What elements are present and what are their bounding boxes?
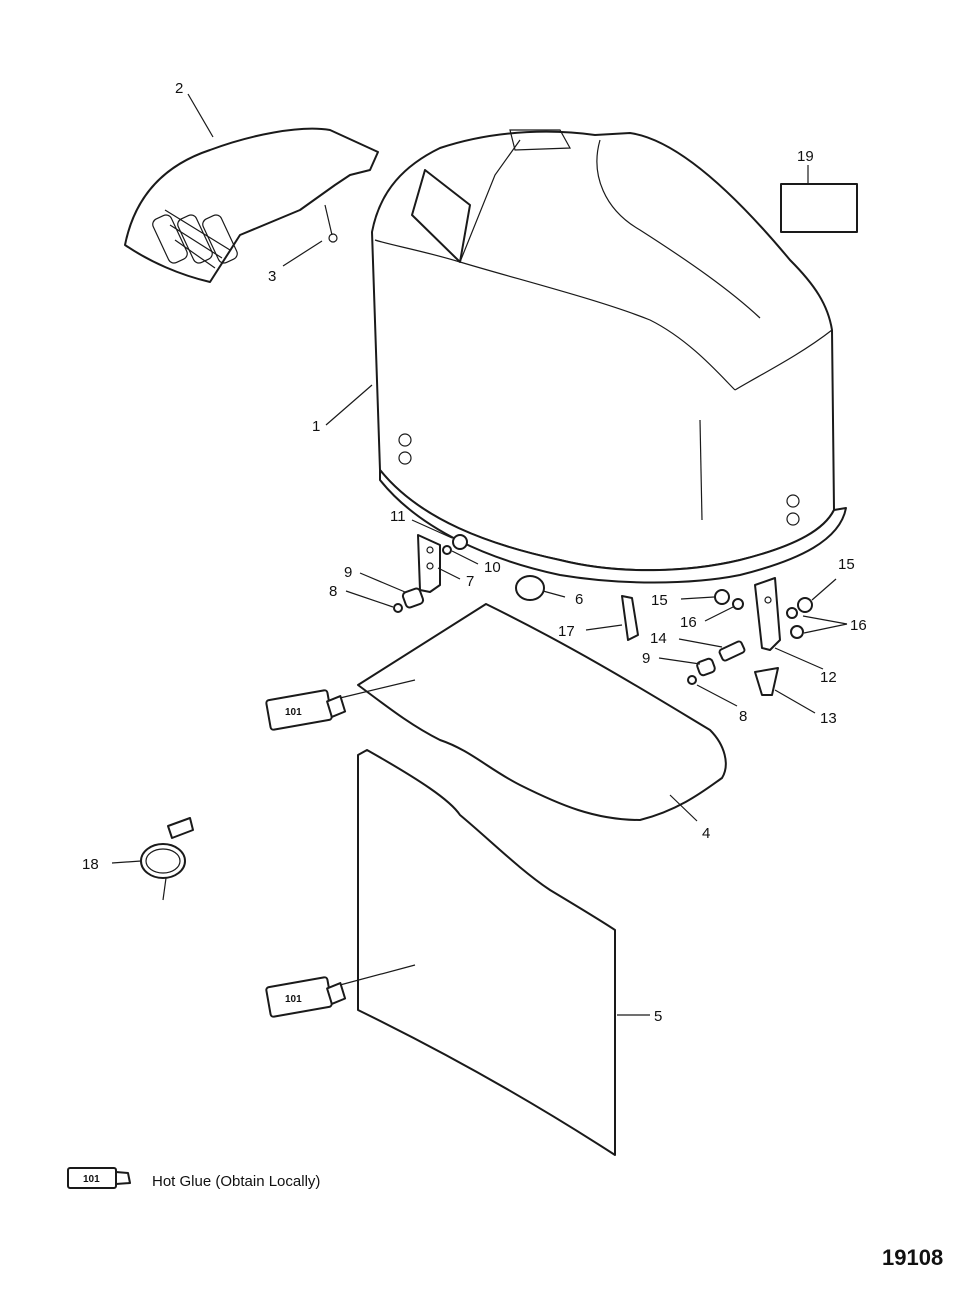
legend-tube-label: 101 <box>83 1174 100 1185</box>
callout-6: 6 <box>575 591 583 608</box>
callout-18: 18 <box>82 856 99 873</box>
callout-17: 17 <box>558 623 575 640</box>
callout-12: 12 <box>820 669 837 686</box>
legend: 101 Hot Glue (Obtain Locally) <box>67 1167 320 1190</box>
stud-14 <box>718 640 746 662</box>
washer-16-left <box>732 598 744 610</box>
decal-rectangle <box>780 183 858 233</box>
nut-15-left <box>714 589 730 605</box>
screw <box>324 204 338 243</box>
glue-tube-upper: 101 <box>265 689 347 731</box>
washer-10 <box>442 545 452 555</box>
callout-9-left: 9 <box>344 564 352 581</box>
callout-11: 11 <box>390 508 406 525</box>
glue-tube-lower: 101 <box>265 976 347 1018</box>
callout-4: 4 <box>702 825 710 842</box>
callout-2: 2 <box>175 80 183 97</box>
callout-19: 19 <box>797 148 814 165</box>
washer-16-right-a <box>786 607 798 619</box>
callout-8-left: 8 <box>329 583 337 600</box>
tube-label: 101 <box>285 707 302 718</box>
latch-17 <box>621 595 639 641</box>
callout-16-right: 16 <box>850 617 867 634</box>
lower-liner <box>357 749 616 1156</box>
callout-1: 1 <box>312 418 320 435</box>
leader-lines <box>111 93 848 1016</box>
callout-15-left: 15 <box>651 592 668 609</box>
grommet-6 <box>515 575 545 601</box>
callout-13: 13 <box>820 710 837 727</box>
callout-3: 3 <box>268 268 276 285</box>
document-number: 19108 <box>882 1245 943 1270</box>
washer-16-right-b <box>790 625 804 639</box>
callout-7: 7 <box>466 573 474 590</box>
bushing-9-left <box>401 587 425 609</box>
latch-bracket-right <box>754 577 781 651</box>
tube-label: 101 <box>285 994 302 1005</box>
callout-9-right: 9 <box>642 650 650 667</box>
washer-8-left <box>393 603 403 613</box>
nut-15-right <box>797 597 813 613</box>
latch-bracket-left <box>417 534 441 593</box>
upper-liner <box>357 603 727 821</box>
nut-11 <box>452 534 468 550</box>
push-nut-13 <box>754 667 779 696</box>
vent-cover <box>124 127 379 283</box>
legend-text: Hot Glue (Obtain Locally) <box>152 1173 320 1190</box>
top-cowl <box>371 129 847 584</box>
harness-18 <box>140 817 194 901</box>
callout-numbers: 2 3 1 19 11 10 7 9 8 6 17 15 16 15 16 14… <box>82 80 867 1025</box>
callout-14: 14 <box>650 630 667 647</box>
callout-16-left: 16 <box>680 614 697 631</box>
bushing-9-right <box>696 657 716 677</box>
callout-10: 10 <box>484 559 501 576</box>
callout-8-right: 8 <box>739 708 747 725</box>
callout-5: 5 <box>654 1008 662 1025</box>
callout-15-right: 15 <box>838 556 855 573</box>
washer-8-right <box>687 675 697 685</box>
